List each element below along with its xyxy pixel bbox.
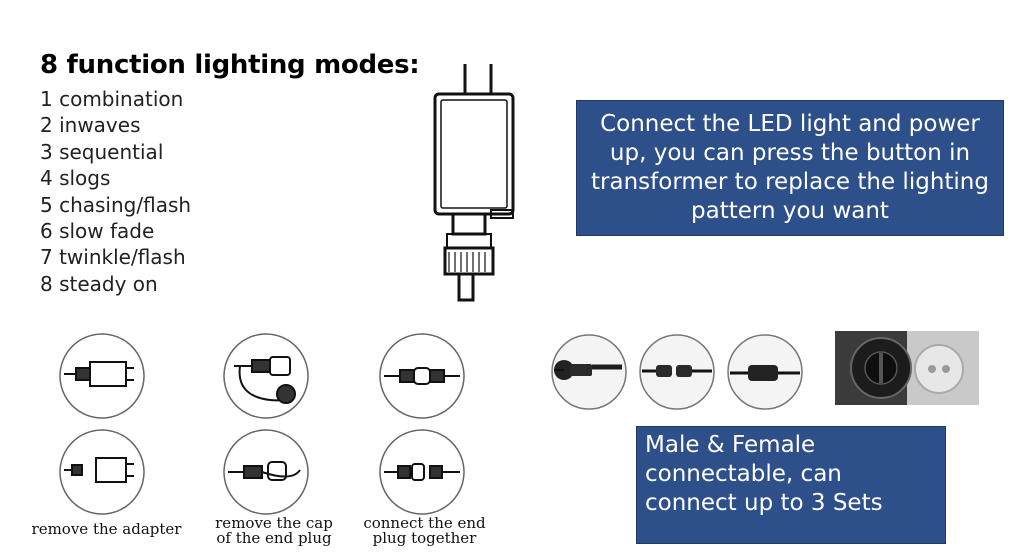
- mode-item: 4 slogs: [40, 166, 111, 191]
- adapter-removed-diagram: [59, 429, 145, 515]
- power-adapter-illustration: [433, 64, 515, 302]
- plug-cap-attached-diagram: [223, 333, 309, 419]
- mode-item: 8 steady on: [40, 271, 158, 296]
- mode-item: 7 twinkle/flash: [40, 245, 186, 270]
- button-instruction-box: Connect the LED light and power up, you …: [576, 100, 1004, 236]
- caption-connect-end-line1: connect the end: [363, 514, 486, 532]
- caption-connect-end-line2: plug together: [372, 529, 477, 547]
- caption-remove-cap-line2: of the end plug: [216, 529, 332, 547]
- connector-photo-aligning: [639, 334, 715, 410]
- modes-heading: 8 function lighting modes:: [40, 50, 420, 80]
- mode-item: 6 slow fade: [40, 219, 155, 244]
- caption-remove-adapter: remove the adapter: [31, 520, 182, 538]
- adapter-connected-diagram: [59, 333, 145, 419]
- connectable-info-text: Male & Female connectable, can connect u…: [645, 432, 883, 516]
- connector-photo-joined: [727, 334, 803, 410]
- caption-remove-cap-line1: remove the cap: [215, 514, 333, 532]
- button-instruction-text: Connect the LED light and power up, you …: [591, 111, 989, 224]
- caption-remove-cap: remove the cap of the end plug: [205, 516, 343, 546]
- mode-list: 1 combination 2 inwaves 3 sequential 4 s…: [40, 86, 191, 297]
- connector-photo-separated: [551, 334, 627, 410]
- mode-item: 5 chasing/flash: [40, 192, 192, 217]
- mode-item: 2 inwaves: [40, 113, 141, 138]
- mode-item: 1 combination: [40, 87, 184, 111]
- mode-item: 3 sequential: [40, 139, 164, 164]
- connector-closeup-photo: [835, 331, 979, 405]
- caption-connect-end: connect the end plug together: [352, 516, 497, 546]
- plugs-joined-diagram: [379, 333, 465, 419]
- connectable-info-box: Male & Female connectable, can connect u…: [636, 426, 946, 544]
- cap-removed-diagram: [223, 429, 309, 515]
- plugs-separated-diagram: [379, 429, 465, 515]
